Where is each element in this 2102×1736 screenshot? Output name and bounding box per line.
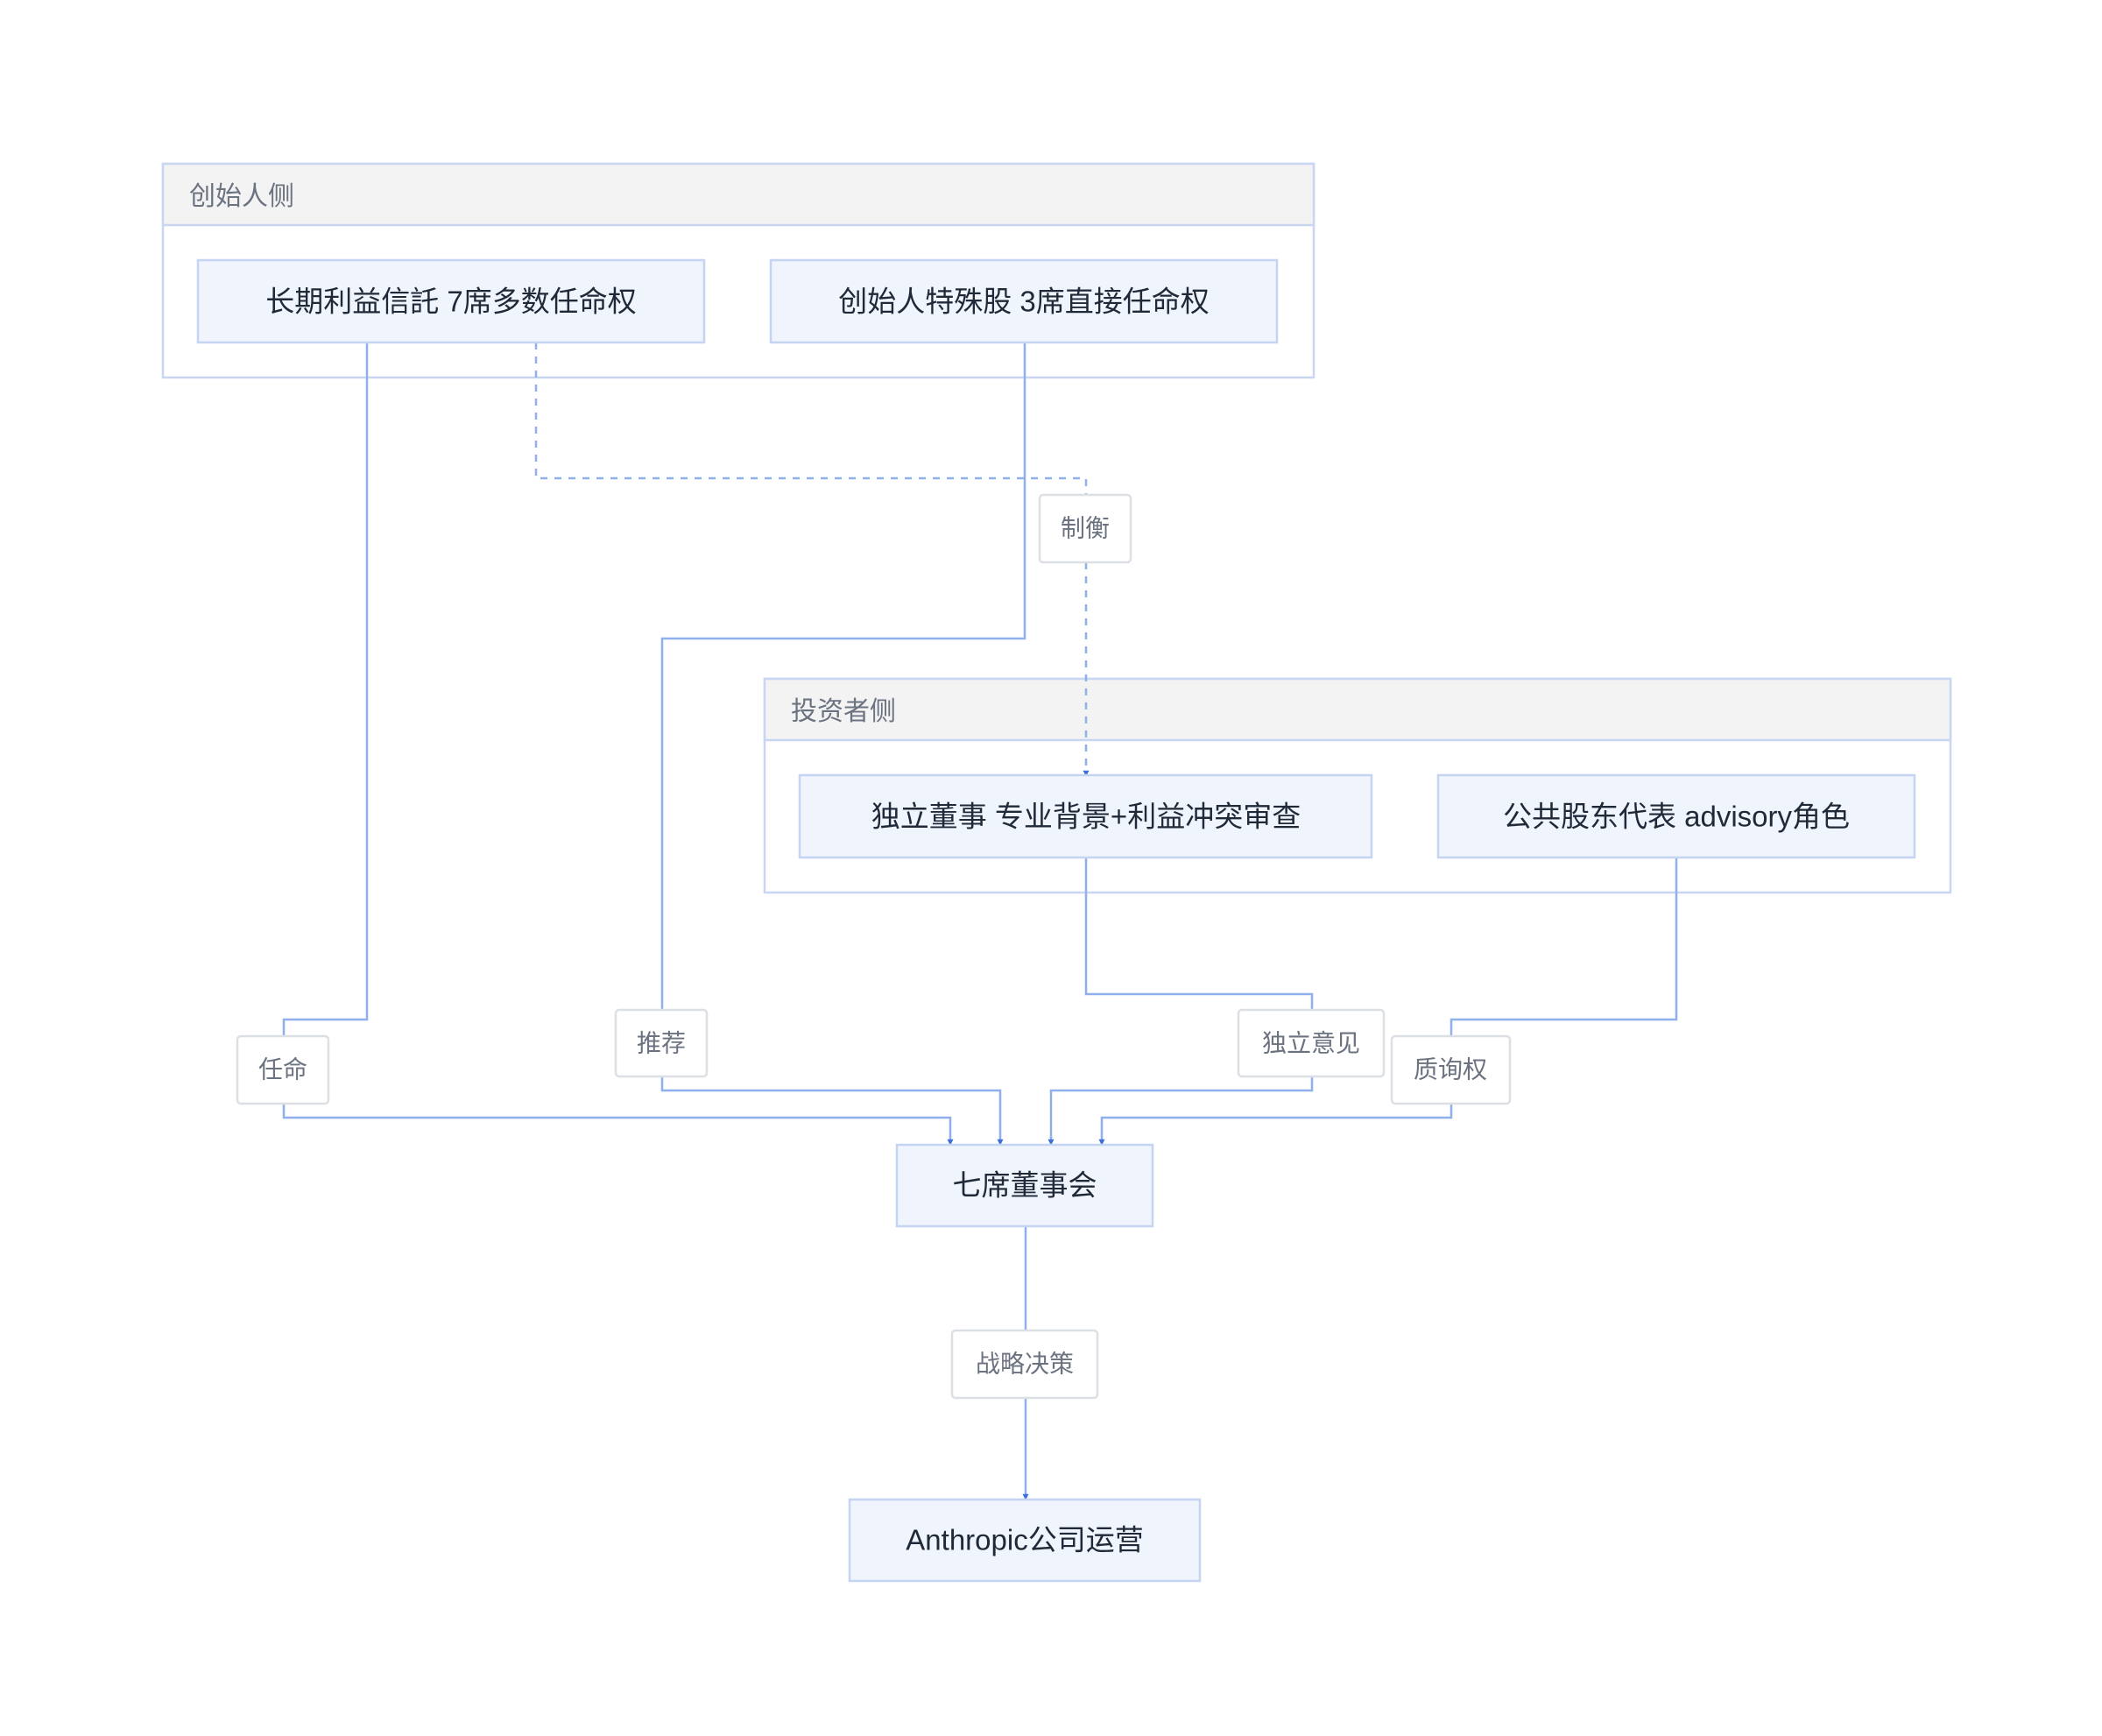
- edge-trust-to-board: [282, 342, 369, 1036]
- edge-label-strategy-text: 战略决策: [976, 1351, 1074, 1378]
- edge-recommend-to-board: [660, 1076, 1004, 1146]
- node-trust-label: 长期利益信託 7席多数任命权: [265, 286, 637, 318]
- edge-inquiry-to-board: [1098, 1104, 1453, 1146]
- node-trust: 长期利益信託 7席多数任命权: [196, 258, 706, 344]
- node-public-rep-label: 公共股东代表 advisory角色: [1503, 801, 1850, 833]
- edge-label-independent-opinion-text: 独立意见: [1262, 1030, 1360, 1057]
- founder-group-title: 创始人侧: [189, 182, 294, 211]
- edge-appoint-to-board: [282, 1104, 954, 1146]
- edge-opinion-to-board: [1047, 1076, 1314, 1146]
- node-company-label: Anthropic公司运营: [906, 1524, 1143, 1556]
- node-public-rep: 公共股东代表 advisory角色: [1436, 773, 1916, 859]
- edge-label-strategy: 战略决策: [950, 1329, 1099, 1400]
- edge-founder-shares-to-board: [660, 342, 1026, 1010]
- node-independent-director: 独立董事 专业背景+利益冲突审查: [798, 773, 1373, 859]
- edge-label-appoint: 任命: [236, 1034, 330, 1105]
- edge-label-recommend-text: 推荐: [637, 1030, 686, 1057]
- edge-public-rep-to-board: [1450, 857, 1678, 1036]
- edge-label-check-balance-text: 制衡: [1061, 515, 1110, 542]
- node-company: Anthropic公司运营: [848, 1498, 1202, 1583]
- edge-label-independent-opinion: 独立意见: [1237, 1008, 1386, 1078]
- node-board: 七席董事会: [895, 1143, 1154, 1228]
- edge-trust-check-balance: [534, 342, 1088, 495]
- node-founder-shares: 创始人特殊股 3席直接任命权: [769, 258, 1279, 344]
- edge-independent-to-board: [1084, 857, 1314, 1010]
- edge-label-check-balance: 制衡: [1038, 493, 1132, 564]
- node-independent-director-label: 独立董事 专业背景+利益冲突审查: [871, 801, 1301, 833]
- node-founder-shares-label: 创始人特殊股 3席直接任命权: [838, 286, 1210, 318]
- edge-label-inquiry: 质询权: [1390, 1034, 1512, 1105]
- edge-label-inquiry-text: 质询权: [1414, 1056, 1487, 1083]
- edge-label-appoint-text: 任命: [258, 1056, 307, 1083]
- edge-label-recommend: 推荐: [614, 1008, 709, 1078]
- node-board-label: 七席董事会: [953, 1169, 1097, 1202]
- investor-group-title: 投资者侧: [791, 697, 896, 726]
